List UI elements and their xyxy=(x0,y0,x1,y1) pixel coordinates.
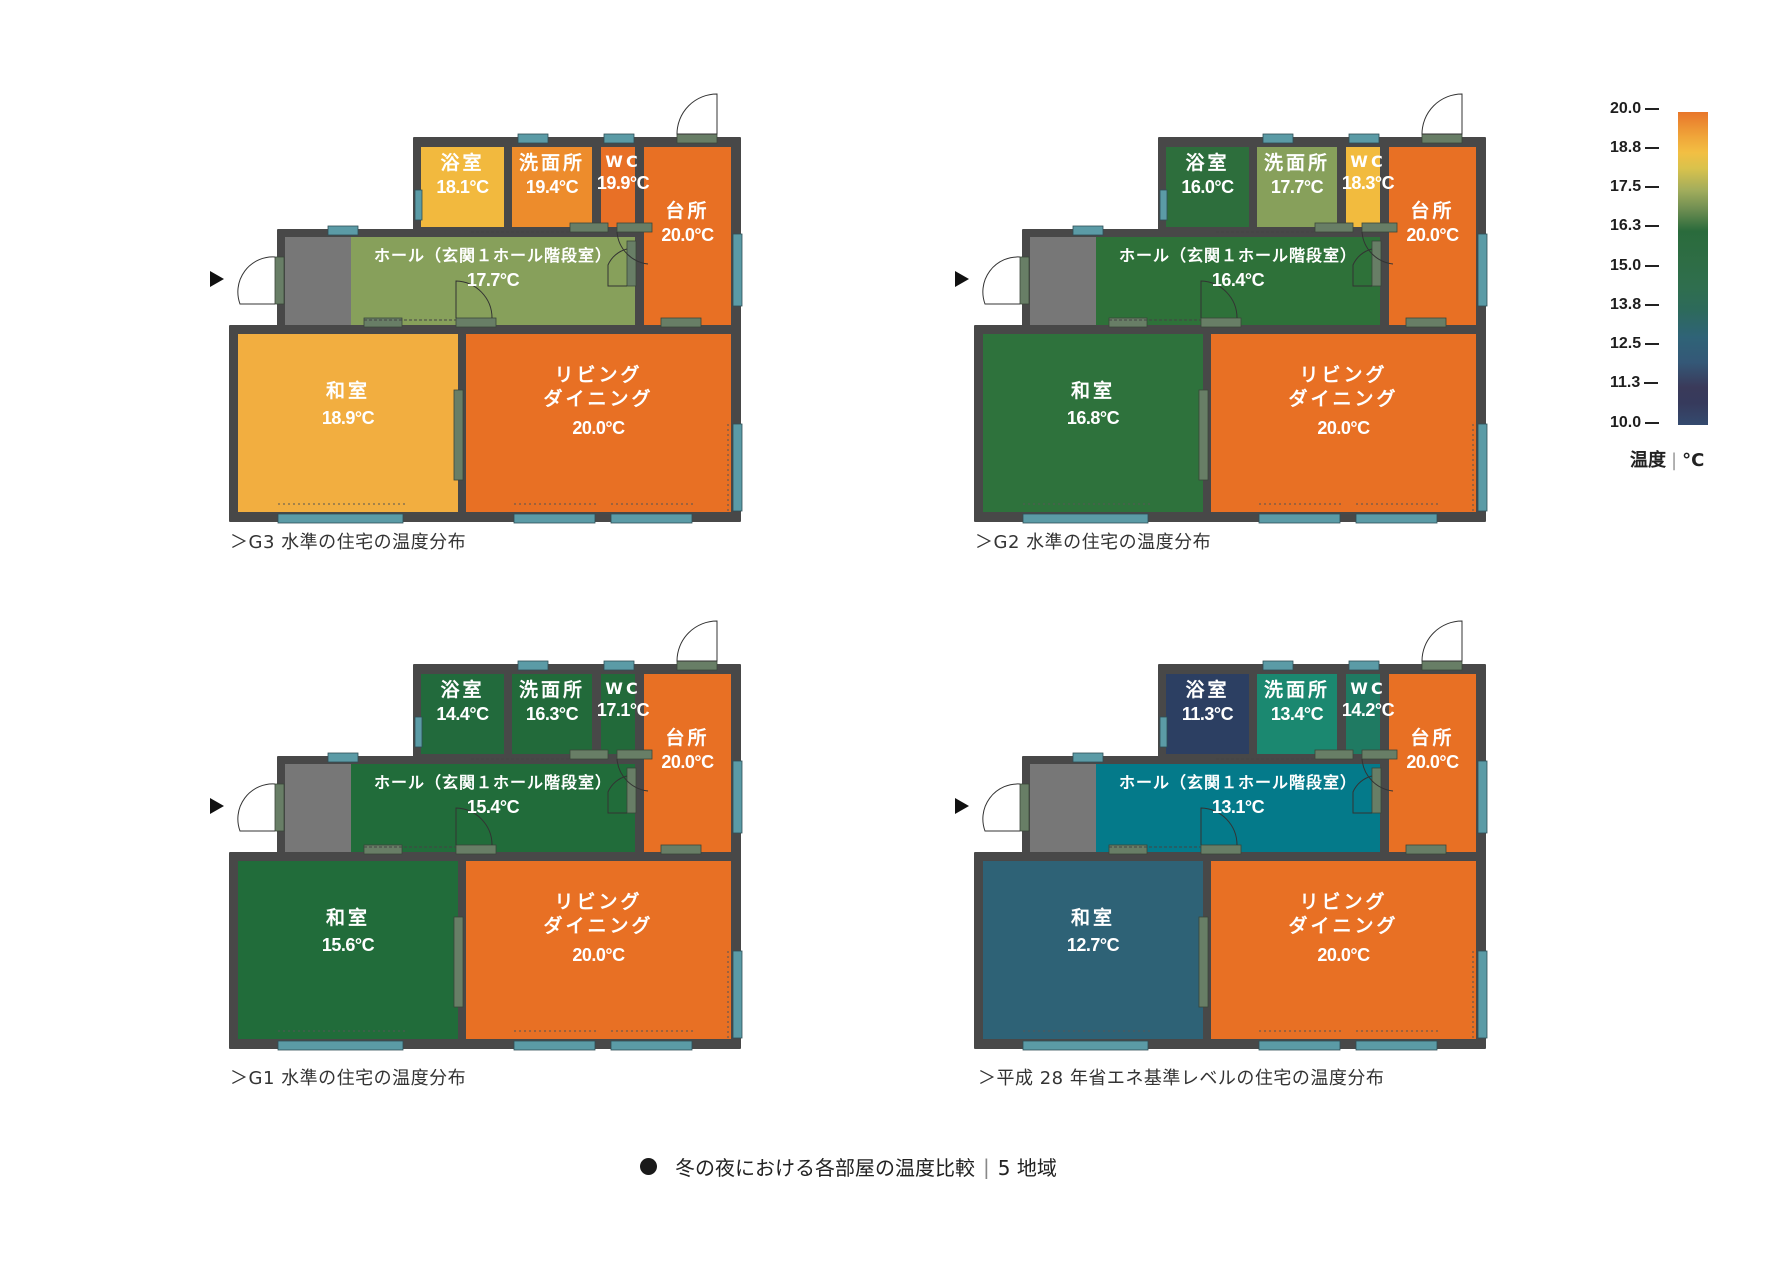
legend-unit: 温度|°C xyxy=(1630,450,1705,471)
room-hall: ホール（玄関１ホール階段室）13.1°C xyxy=(1118,773,1357,817)
legend-tick: 20.0 xyxy=(1610,100,1672,118)
legend-tick: 10.0 xyxy=(1610,414,1672,432)
legend-tick: 17.5 xyxy=(1610,178,1672,196)
legend-tick: 16.3 xyxy=(1610,217,1672,235)
room-hall: ホール（玄関１ホール階段室）17.7°C xyxy=(373,246,612,290)
legend-tick: 18.8 xyxy=(1610,139,1672,157)
plan-caption-g3: ＞G3 水準の住宅の温度分布 xyxy=(230,532,467,553)
legend-tick: 12.5 xyxy=(1610,335,1672,353)
plan-caption-g1: ＞G1 水準の住宅の温度分布 xyxy=(230,1068,467,1089)
legend-tick: 11.3 xyxy=(1610,374,1672,392)
legend-tick: 13.8 xyxy=(1610,296,1672,314)
temperature-legend: 20.0 18.8 17.5 16.3 15.0 13.8 12.5 11.3 … xyxy=(1610,100,1730,480)
legend-tick: 15.0 xyxy=(1610,257,1672,275)
color-scale-bar xyxy=(1678,112,1708,425)
figure-title: 冬の夜における各部屋の温度比較 | 5 地域 xyxy=(640,1152,1057,1181)
plan-caption-h28: ＞平成 28 年省エネ基準レベルの住宅の温度分布 xyxy=(978,1068,1385,1089)
bullet-icon xyxy=(640,1158,657,1175)
room-hall: ホール（玄関１ホール階段室）16.4°C xyxy=(1118,246,1357,290)
room-hall: ホール（玄関１ホール階段室）15.4°C xyxy=(373,773,612,817)
plan-caption-g2: ＞G2 水準の住宅の温度分布 xyxy=(975,532,1212,553)
